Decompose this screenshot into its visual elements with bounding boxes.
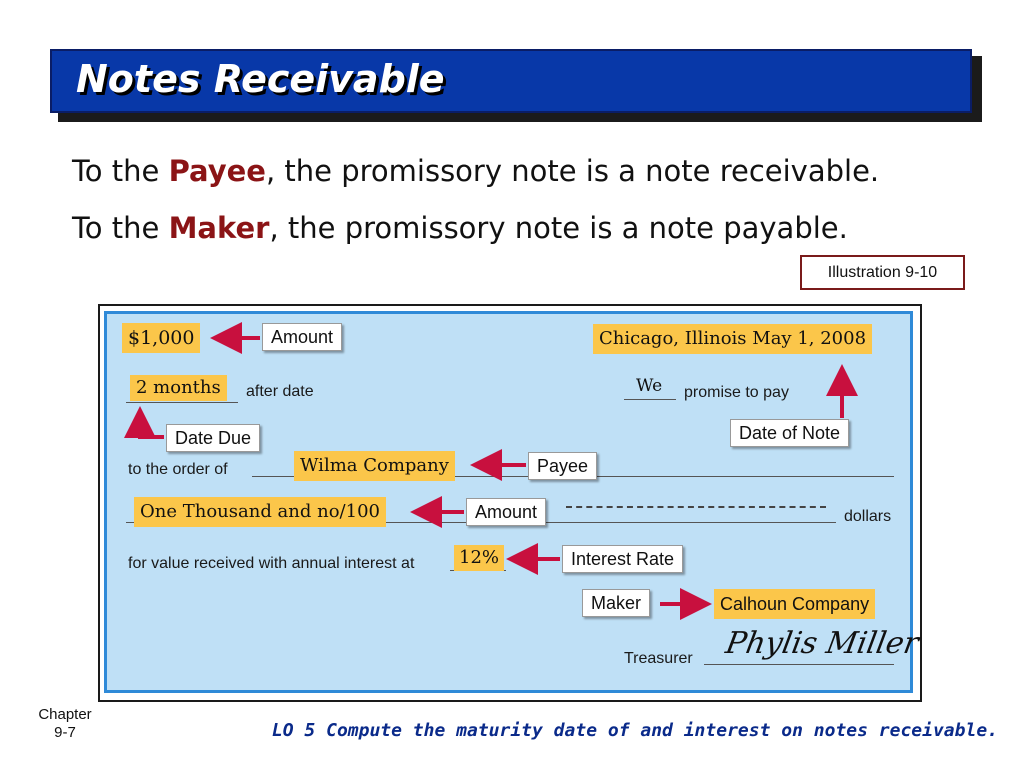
treasurer-text: Treasurer bbox=[624, 650, 693, 667]
illustration-label: Illustration 9-10 bbox=[800, 255, 965, 290]
callout-date-due: Date Due bbox=[166, 424, 261, 452]
duration-underline bbox=[126, 402, 238, 403]
callout-amount-words: Amount bbox=[466, 498, 547, 526]
chapter-label: Chapter 9-7 bbox=[20, 706, 110, 742]
callout-date-of-note: Date of Note bbox=[730, 419, 850, 447]
duration-value: 2 months bbox=[130, 375, 227, 401]
order-of-text: to the order of bbox=[128, 461, 228, 478]
after-date-text: after date bbox=[246, 383, 314, 400]
maker-sentence-prefix: To the bbox=[72, 211, 169, 245]
signature-underline bbox=[704, 664, 894, 665]
we-underline bbox=[624, 399, 676, 400]
payee-value: Wilma Company bbox=[294, 451, 455, 481]
dollars-text: dollars bbox=[844, 508, 892, 525]
callout-interest-rate: Interest Rate bbox=[562, 545, 684, 573]
title-bar: Notes Receivable bbox=[50, 49, 972, 113]
promise-text: promise to pay bbox=[684, 384, 789, 401]
payee-sentence-prefix: To the bbox=[72, 154, 169, 188]
maker-sentence-suffix: , the promissory note is a note payable. bbox=[269, 211, 848, 245]
arrow-date-due bbox=[124, 406, 164, 439]
chapter-word: Chapter bbox=[38, 706, 92, 723]
interest-value: 12% bbox=[454, 545, 505, 571]
interest-text: for value received with annual interest … bbox=[128, 555, 415, 572]
amount-words-dashes bbox=[566, 506, 826, 508]
maker-value: Calhoun Company bbox=[714, 589, 876, 619]
chapter-number: 9-7 bbox=[54, 724, 76, 741]
callout-payee: Payee bbox=[528, 452, 598, 480]
payee-sentence-suffix: , the promissory note is a note receivab… bbox=[265, 154, 880, 188]
we-value: We bbox=[636, 376, 663, 396]
callout-amount: Amount bbox=[262, 323, 343, 351]
payee-sentence: To the Payee, the promissory note is a n… bbox=[72, 154, 879, 188]
amount-value: $1,000 bbox=[122, 323, 201, 353]
maker-term: Maker bbox=[168, 211, 270, 245]
maker-sentence: To the Maker, the promissory note is a n… bbox=[72, 211, 848, 245]
place-date-value: Chicago, Illinois May 1, 2008 bbox=[593, 324, 873, 354]
amount-words-value: One Thousand and no/100 bbox=[134, 497, 386, 527]
payee-term: Payee bbox=[168, 154, 266, 188]
slide-title: Notes Receivable bbox=[76, 57, 445, 101]
learning-objective: LO 5 Compute the maturity date of and in… bbox=[271, 720, 998, 741]
callout-maker: Maker bbox=[582, 589, 651, 617]
